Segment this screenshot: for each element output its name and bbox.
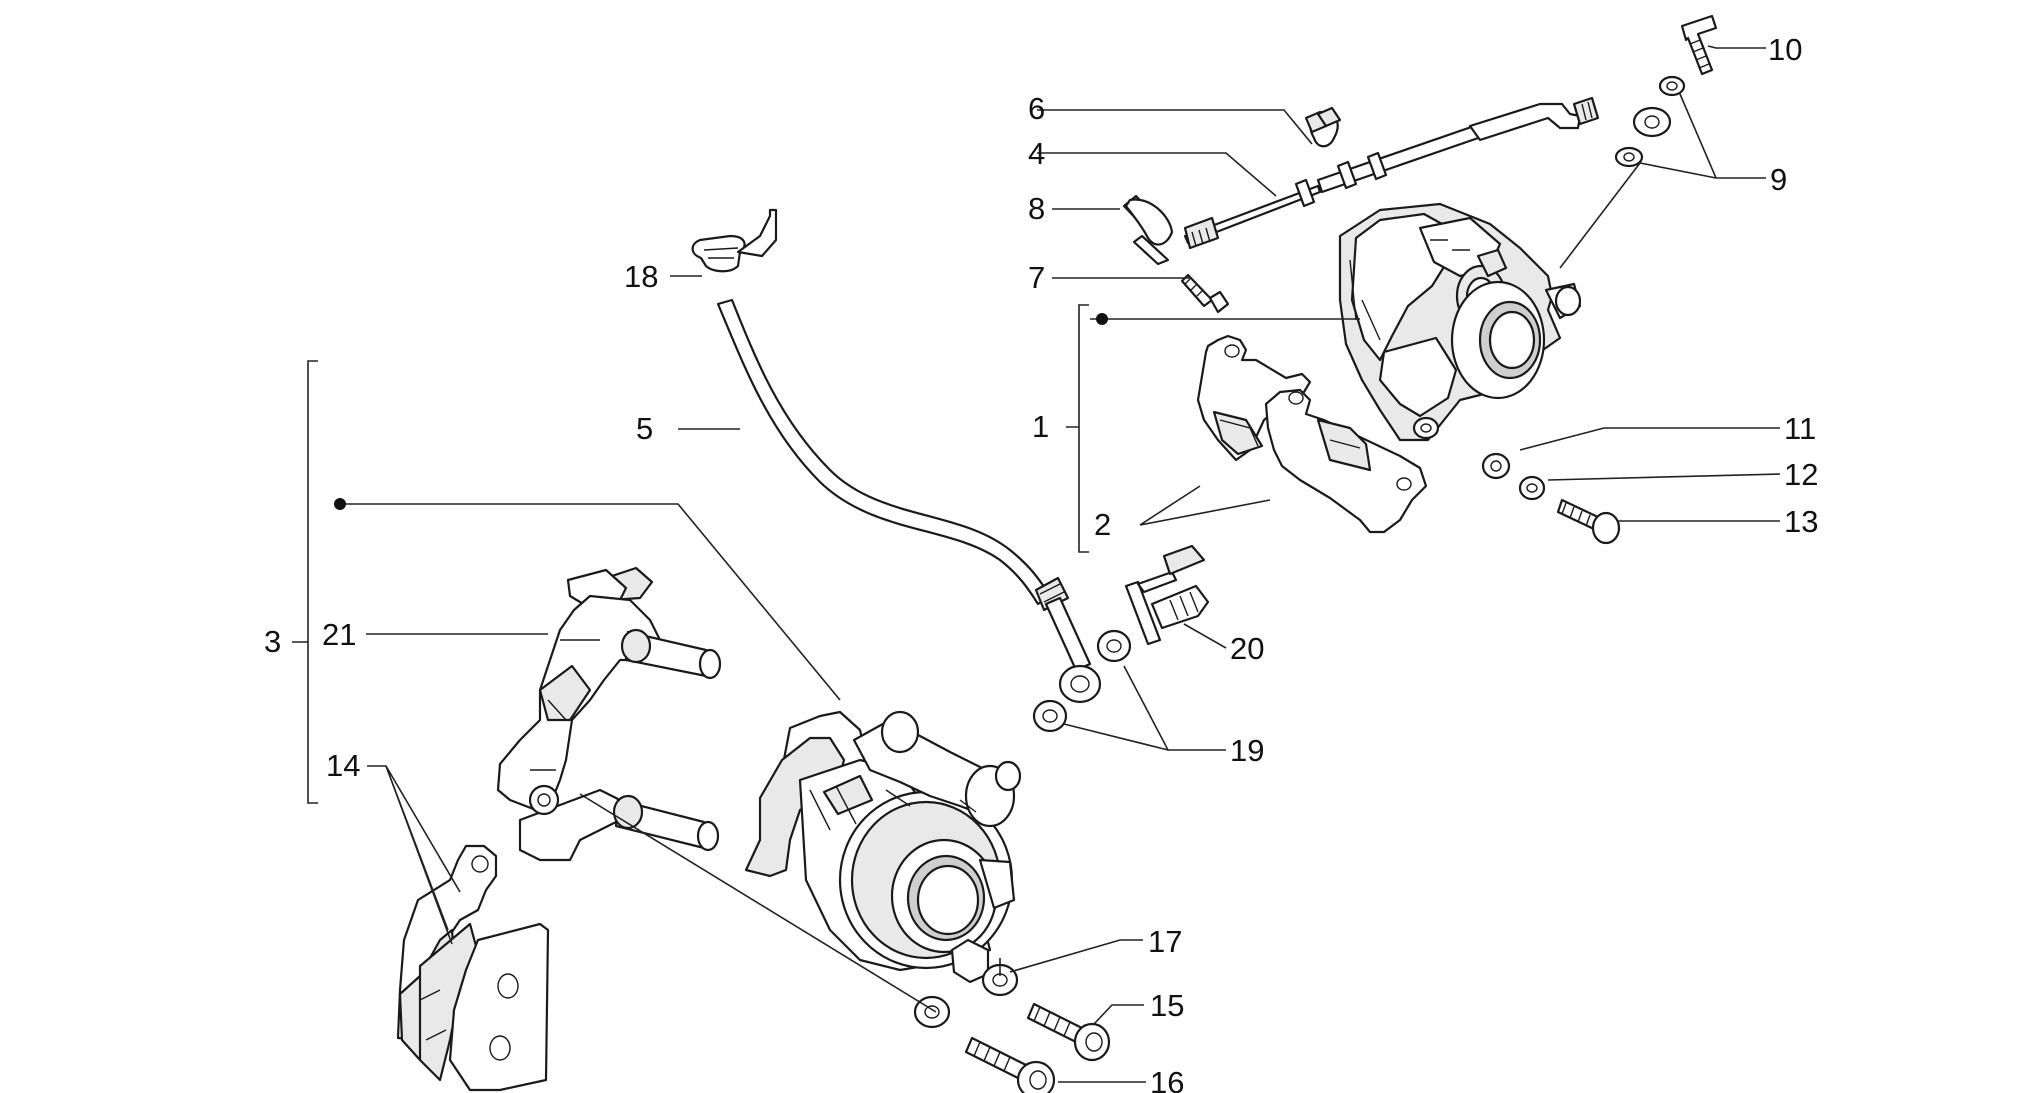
leader-lines bbox=[292, 45, 1781, 1083]
callout-16: 16 bbox=[1150, 1065, 1184, 1093]
clip-part-6 bbox=[1304, 106, 1342, 148]
upper-brake-hose-part-4 bbox=[1183, 96, 1600, 250]
front-caliper-part-1 bbox=[1338, 202, 1582, 442]
callout-8: 8 bbox=[1028, 191, 1045, 226]
guide-part-8 bbox=[1122, 194, 1174, 266]
callout-6: 6 bbox=[1028, 91, 1045, 126]
banjo-bolt-part-10 bbox=[1680, 14, 1718, 76]
bullet-part-3 bbox=[334, 498, 346, 510]
washer-part-12 bbox=[1518, 475, 1546, 501]
washers-part-19 bbox=[1032, 629, 1132, 733]
callout-5: 5 bbox=[636, 411, 653, 446]
washer-part-11 bbox=[1481, 452, 1511, 480]
banjo-bolt-part-20 bbox=[1124, 544, 1210, 646]
callout-4: 4 bbox=[1028, 136, 1045, 171]
callout-13: 13 bbox=[1784, 504, 1818, 539]
callout-21: 21 bbox=[322, 617, 356, 652]
callout-18: 18 bbox=[624, 259, 658, 294]
callout-1: 1 bbox=[1032, 409, 1049, 444]
callout-9: 9 bbox=[1770, 162, 1787, 197]
bolt-part-7 bbox=[1180, 273, 1230, 314]
callout-2: 2 bbox=[1094, 507, 1111, 542]
callout-19: 19 bbox=[1230, 733, 1264, 768]
callout-15: 15 bbox=[1150, 988, 1184, 1023]
washers-part-9 bbox=[1614, 75, 1686, 168]
lower-brake-hose-part-5 bbox=[716, 298, 1102, 704]
screw-part-15 bbox=[1026, 1002, 1111, 1062]
callout-20: 20 bbox=[1230, 631, 1264, 666]
caliper-bracket-part-21 bbox=[496, 566, 722, 862]
callout-12: 12 bbox=[1784, 457, 1818, 492]
callout-10: 10 bbox=[1768, 32, 1802, 67]
hose-clip-part-18 bbox=[691, 208, 778, 273]
callout-7: 7 bbox=[1028, 260, 1045, 295]
brake-pads-part-2 bbox=[1196, 334, 1428, 534]
bullet-part-1 bbox=[1096, 313, 1108, 325]
screw-part-13 bbox=[1556, 498, 1621, 545]
screw-part-16 bbox=[964, 1036, 1056, 1093]
callout-3: 3 bbox=[264, 624, 281, 659]
callout-14: 14 bbox=[326, 748, 360, 783]
callout-11: 11 bbox=[1784, 411, 1816, 446]
rear-caliper-part-3 bbox=[744, 710, 1022, 984]
callout-17: 17 bbox=[1148, 924, 1182, 959]
brake-pads-part-14 bbox=[396, 844, 550, 1092]
